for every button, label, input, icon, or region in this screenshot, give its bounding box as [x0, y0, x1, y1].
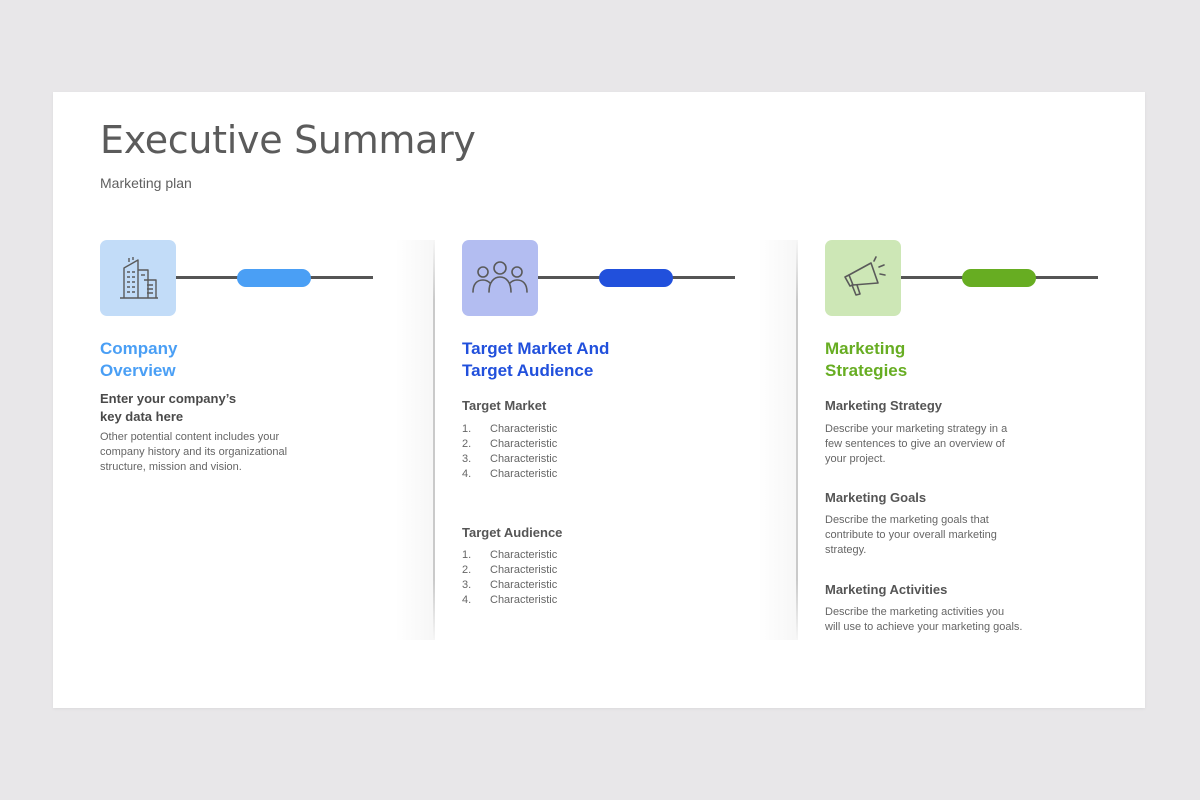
marketing-goals-section: Marketing Goals Describe the marketing g… [825, 490, 1065, 558]
connector-pill [599, 269, 673, 287]
list-text: Characteristic [490, 468, 558, 480]
list-item: 3. Characteristic [462, 452, 702, 467]
list-text: Characteristic [490, 594, 558, 606]
paragraph-line: contribute to your overall marketing [825, 529, 997, 541]
megaphone-icon [844, 256, 886, 296]
heading-line: Strategies [825, 361, 908, 380]
characteristic-list: 1. Characteristic 2. Characteristic 3. Char… [462, 548, 702, 608]
connector-pill [962, 269, 1036, 287]
page-title: Executive Summary [100, 118, 476, 162]
target-market-section: Target Market 1. Characteristic 2. Charact… [462, 398, 702, 482]
slide: Executive Summary Marketing plan Company… [53, 92, 1145, 708]
lead-line: Enter your company’s [100, 391, 237, 406]
section-title: Target Market [462, 398, 547, 413]
section-description: Describe the marketing activities you wi… [825, 605, 1065, 635]
building-icon [120, 257, 158, 299]
list-number: 2. [462, 438, 472, 450]
overview-paragraph: Other potential content includes your co… [100, 430, 340, 475]
list-number: 4. [462, 594, 472, 606]
column-heading: Target Market And Target Audience [462, 338, 702, 382]
list-number: 4. [462, 468, 472, 480]
list-number: 2. [462, 564, 472, 576]
list-text: Characteristic [490, 579, 558, 591]
marketing-activities-section: Marketing Activities Describe the market… [825, 582, 1065, 635]
column-heading: Marketing Strategies [825, 338, 1065, 382]
section-description: Describe the marketing goals that contri… [825, 513, 1065, 558]
list-item: 2. Characteristic [462, 563, 702, 578]
list-number: 3. [462, 579, 472, 591]
list-number: 1. [462, 423, 472, 435]
people-group-icon [472, 261, 528, 293]
list-number: 1. [462, 549, 472, 561]
list-item: 1. Characteristic [462, 548, 702, 563]
lead-line: key data here [100, 409, 184, 424]
characteristic-list: 1. Characteristic 2. Characteristic 3. Char… [462, 422, 702, 482]
list-item: 3. Characteristic [462, 578, 702, 593]
heading-line: Target Market And [462, 339, 610, 358]
lead-text: Enter your company’s key data here [100, 390, 320, 426]
list-text: Characteristic [490, 423, 558, 435]
heading-line: Company [100, 339, 178, 358]
section-description: Describe your marketing strategy in a fe… [825, 422, 1065, 467]
paragraph-line: will use to achieve your marketing goals… [825, 621, 1023, 633]
paragraph-line: strategy. [825, 544, 867, 556]
list-text: Characteristic [490, 438, 558, 450]
heading-line: Target Audience [462, 361, 594, 380]
paragraph-line: Describe your marketing strategy in a [825, 423, 1008, 435]
audience-icon-box [462, 240, 538, 316]
list-item: 2. Characteristic [462, 437, 702, 452]
list-item: 4. Characteristic [462, 467, 702, 482]
marketing-icon-box [825, 240, 901, 316]
section-title: Marketing Goals [825, 490, 927, 505]
column-divider [395, 240, 435, 640]
paragraph-line: company history and its organizational [100, 446, 288, 458]
paragraph-line: Describe the marketing goals that [825, 514, 989, 526]
section-title: Target Audience [462, 525, 563, 540]
column-heading: Company Overview [100, 338, 340, 382]
paragraph-line: Describe the marketing activities you [825, 606, 1005, 618]
heading-line: Overview [100, 361, 176, 380]
heading-line: Marketing [825, 339, 906, 358]
target-audience-section: Target Audience 1. Characteristic 2. Chara… [462, 525, 702, 608]
list-text: Characteristic [490, 549, 558, 561]
marketing-strategy-section: Marketing Strategy Describe your marketi… [825, 398, 1065, 467]
paragraph-line: Other potential content includes your [100, 431, 280, 443]
paragraph-line: few sentences to give an overview of [825, 438, 1005, 450]
paragraph-line: your project. [825, 453, 886, 465]
page-subtitle: Marketing plan [100, 175, 192, 191]
company-icon-box [100, 240, 176, 316]
section-title: Marketing Activities [825, 582, 948, 597]
list-text: Characteristic [490, 564, 558, 576]
paragraph-line: structure, mission and vision. [100, 461, 242, 473]
column-divider [758, 240, 798, 640]
list-item: 4. Characteristic [462, 593, 702, 608]
list-item: 1. Characteristic [462, 422, 702, 437]
list-number: 3. [462, 453, 472, 465]
list-text: Characteristic [490, 453, 558, 465]
connector-pill [237, 269, 311, 287]
section-title: Marketing Strategy [825, 398, 943, 413]
